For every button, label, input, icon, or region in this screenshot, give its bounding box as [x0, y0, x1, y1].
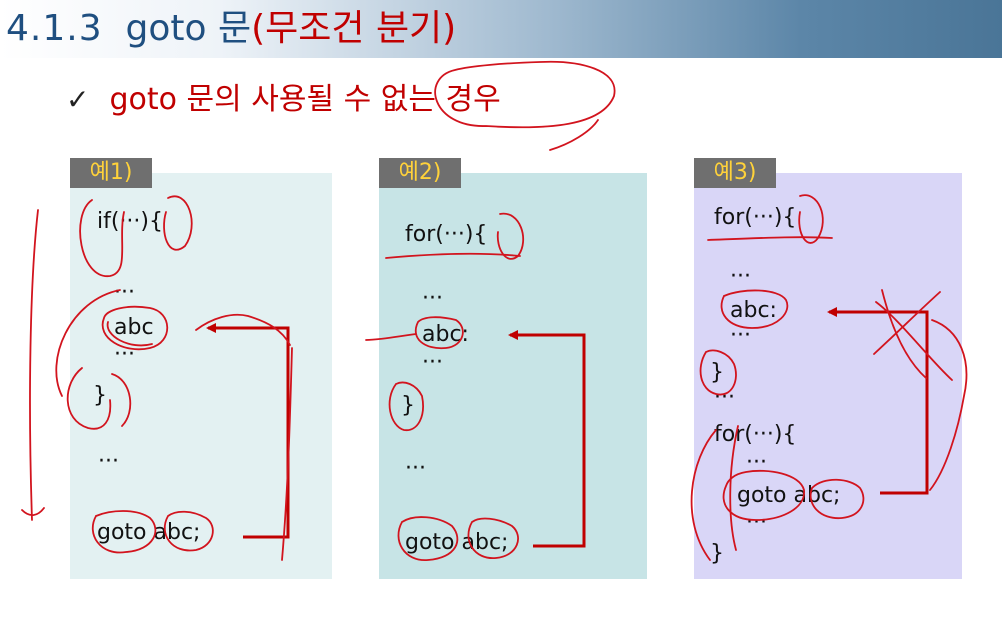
example-1-line-dots: ···	[98, 449, 119, 474]
jump-arrow-1	[206, 323, 290, 539]
example-3-line-for: for(···){	[714, 205, 797, 230]
example-2-line-for: for(···){	[405, 222, 488, 247]
example-3-label: 예3)	[694, 158, 776, 188]
example-3-line-goto: goto abc;	[737, 483, 841, 508]
title-main: goto 문	[125, 8, 252, 49]
example-2-line-dots: ···	[405, 456, 426, 481]
example-3-line-dots: ···	[730, 264, 751, 289]
example-1-line-goto: goto abc;	[97, 520, 201, 545]
example-3-line-abc: abc:	[730, 298, 777, 323]
example-1-line-close: }	[93, 383, 107, 408]
example-3-panel	[694, 173, 962, 579]
slide-header	[0, 0, 1002, 58]
example-3-line-dots: ···	[746, 510, 767, 535]
example-1-line-abc: abc	[114, 315, 154, 340]
pen-marks	[21, 60, 968, 561]
example-2-line-close: }	[401, 393, 415, 418]
example-2-line-dots: ···	[422, 350, 443, 375]
title-accent: (무조건 분기)	[251, 8, 457, 49]
example-3-line-for-inner: for(···){	[714, 422, 797, 447]
title-number: 4.1.3	[6, 8, 103, 49]
slide-title: 4.1.3 goto 문(무조건 분기)	[6, 4, 456, 54]
example-3-line-dots: ···	[730, 323, 751, 348]
example-3-line-dots: ···	[746, 450, 767, 475]
example-3-line-close: }	[710, 360, 724, 385]
example-2-line-dots: ···	[422, 286, 443, 311]
example-1-line-dots: ···	[114, 280, 135, 305]
example-1-line-if: if(···){	[97, 209, 163, 234]
check-icon: ✓	[66, 83, 90, 116]
example-1-label: 예1)	[70, 158, 152, 188]
jump-arrow-3	[827, 307, 929, 495]
jump-arrow-2	[508, 330, 586, 548]
example-2-panel	[379, 173, 647, 579]
example-2-label: 예2)	[379, 158, 461, 188]
example-3-line-close: }	[710, 541, 724, 566]
